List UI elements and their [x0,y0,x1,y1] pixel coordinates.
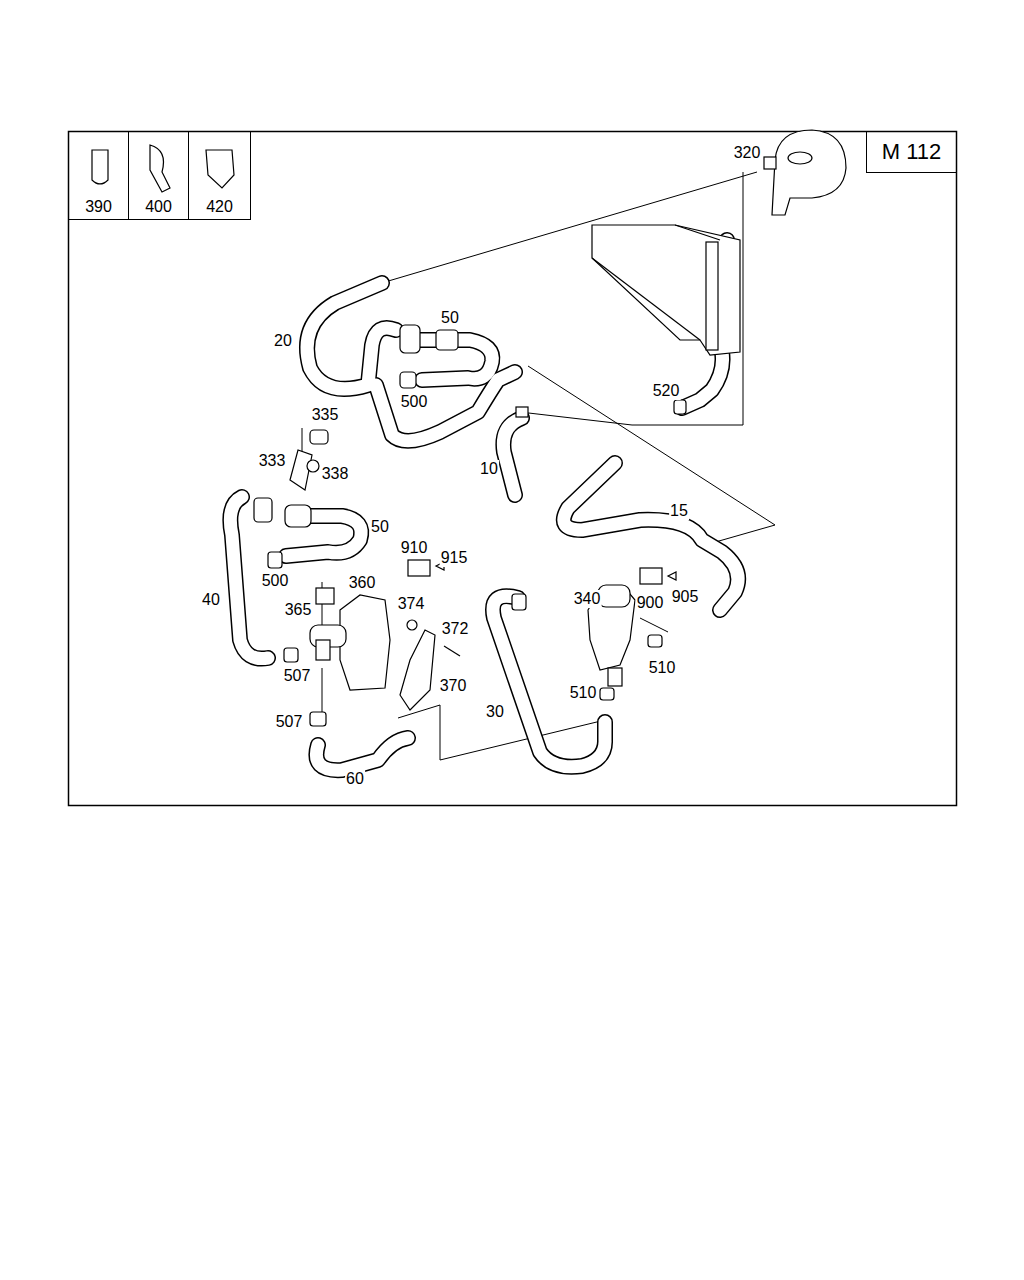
callout-number: 400 [145,198,172,216]
callout-number: 30 [485,703,505,721]
callout-number: 335 [311,406,340,424]
callout-number: 333 [258,452,287,470]
callout-number: 910 [400,539,429,557]
group-code: M 112 [882,140,942,164]
callout-number: 507 [275,713,304,731]
legend-cell: 400 [128,131,189,220]
callout-number: 320 [733,144,762,162]
callout-number: 50 [440,309,460,327]
callout-number: 507 [283,667,312,685]
legend-cell: 390 [68,131,129,220]
callout-number: 40 [201,591,221,609]
callout-number: 15 [669,502,689,520]
callout-number: 338 [321,465,350,483]
callout-number: 60 [345,770,365,788]
callout-number: 365 [284,601,313,619]
callout-number: 500 [400,393,429,411]
callout-number: 915 [440,549,469,567]
callout-number: 500 [261,572,290,590]
callout-number: 360 [348,574,377,592]
callout-number: 905 [671,588,700,606]
callout-number: 10 [479,460,499,478]
callout-number: 372 [441,620,470,638]
callout-number: 374 [397,595,426,613]
group-code-box: M 112 [866,131,957,173]
legend-cell: 420 [188,131,251,220]
callout-number: 340 [573,590,602,608]
callout-number: 390 [85,198,112,216]
callout-number: 20 [273,332,293,350]
callout-number: 420 [206,198,233,216]
callout-number: 510 [648,659,677,677]
callout-number: 50 [370,518,390,536]
callout-number: 520 [652,382,681,400]
callout-number: 370 [439,677,468,695]
callout-number: 510 [569,684,598,702]
callout-number: 900 [636,594,665,612]
